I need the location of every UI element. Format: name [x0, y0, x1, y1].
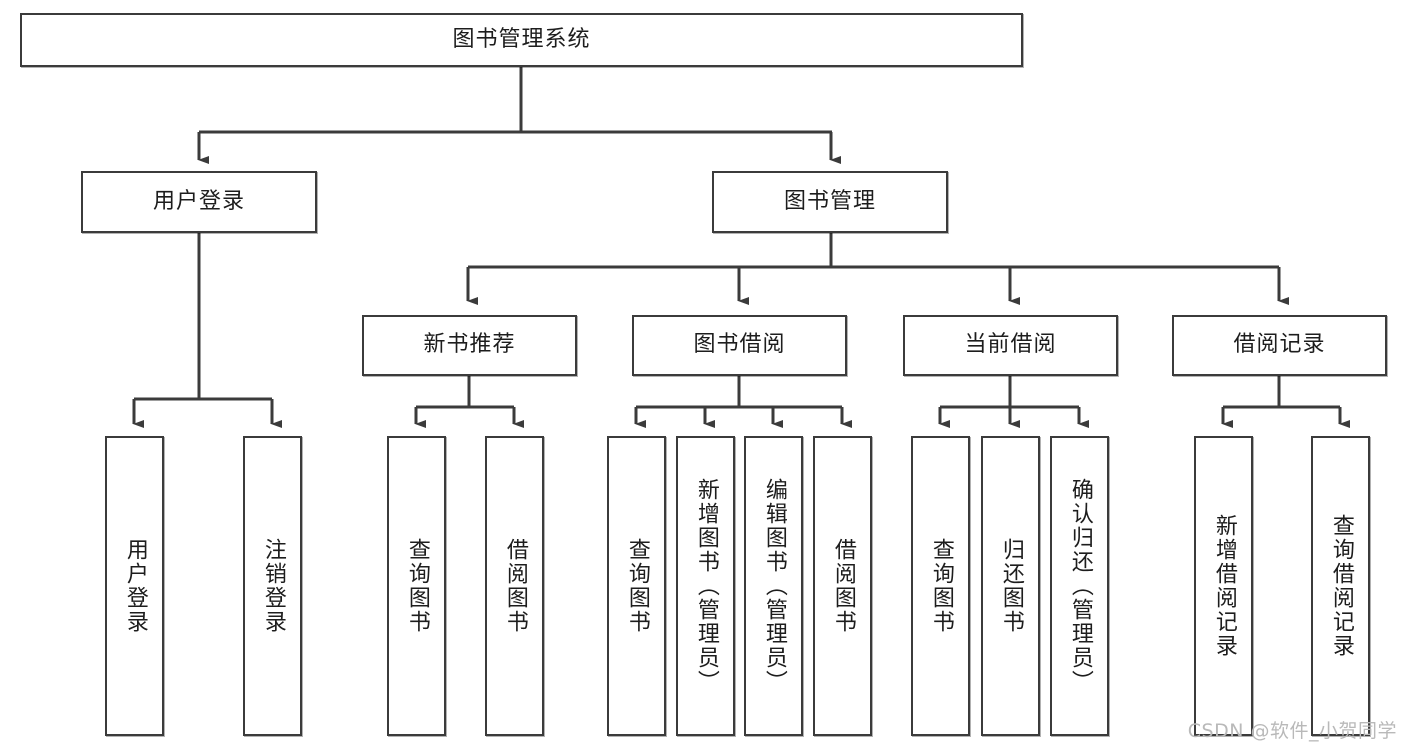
node-new-book-recommend[interactable]: 新书推荐	[362, 315, 577, 376]
node-leaf-query-book-current[interactable]: 查询图书	[911, 436, 970, 736]
watermark-text: CSDN @软件_小贺同学	[1187, 720, 1397, 742]
node-leaf-borrow-book[interactable]: 借阅图书	[813, 436, 872, 736]
node-label: 确认归还（管理员）	[1067, 478, 1093, 694]
node-label: 查询借阅记录	[1328, 514, 1354, 658]
node-book-management[interactable]: 图书管理	[712, 171, 948, 233]
node-label: 注销登录	[260, 538, 286, 634]
node-label: 用户登录	[152, 188, 245, 214]
node-label: 归还图书	[998, 538, 1024, 634]
node-label: 借阅记录	[1233, 332, 1326, 358]
node-leaf-logout[interactable]: 注销登录	[243, 436, 302, 736]
node-leaf-edit-book-admin[interactable]: 编辑图书（管理员）	[744, 436, 803, 736]
node-user-login[interactable]: 用户登录	[81, 171, 317, 233]
node-label: 查询图书	[404, 538, 430, 634]
node-label: 图书管理系统	[452, 26, 591, 52]
node-label: 当前借阅	[964, 332, 1057, 358]
node-leaf-query-book-recommend[interactable]: 查询图书	[387, 436, 446, 736]
node-label: 新增借阅记录	[1211, 514, 1237, 658]
node-label: 借阅图书	[830, 538, 856, 634]
node-leaf-user-login[interactable]: 用户登录	[105, 436, 164, 736]
node-leaf-query-book-borrow[interactable]: 查询图书	[607, 436, 666, 736]
node-leaf-borrow-book-recommend[interactable]: 借阅图书	[485, 436, 544, 736]
node-leaf-confirm-return-admin[interactable]: 确认归还（管理员）	[1050, 436, 1109, 736]
node-label: 查询图书	[928, 538, 954, 634]
node-leaf-add-borrow-record[interactable]: 新增借阅记录	[1194, 436, 1253, 736]
node-label: 图书借阅	[693, 332, 786, 358]
node-leaf-query-borrow-record[interactable]: 查询借阅记录	[1311, 436, 1370, 736]
node-label: 新增图书（管理员）	[693, 478, 719, 694]
node-label: 图书管理	[783, 188, 876, 214]
node-label: 编辑图书（管理员）	[761, 478, 787, 694]
node-label: 查询图书	[624, 538, 650, 634]
node-leaf-add-book-admin[interactable]: 新增图书（管理员）	[676, 436, 735, 736]
node-leaf-return-book[interactable]: 归还图书	[981, 436, 1040, 736]
node-current-borrow[interactable]: 当前借阅	[903, 315, 1118, 376]
node-label: 借阅图书	[502, 538, 528, 634]
node-label: 新书推荐	[423, 332, 516, 358]
node-root-book-management-system[interactable]: 图书管理系统	[20, 13, 1023, 67]
node-label: 用户登录	[122, 538, 148, 634]
node-borrow-record[interactable]: 借阅记录	[1172, 315, 1387, 376]
node-book-borrow[interactable]: 图书借阅	[632, 315, 847, 376]
